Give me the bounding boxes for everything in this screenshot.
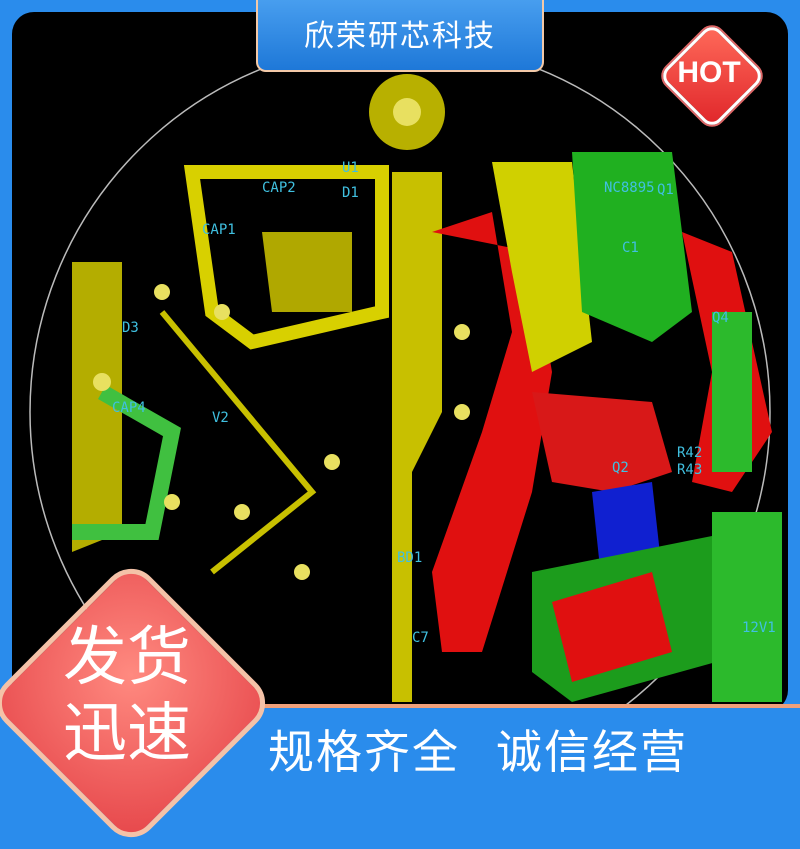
pcb-label: Q1 (657, 182, 674, 198)
pcb-label: CAP2 (262, 180, 296, 196)
pcb-label: C7 (412, 630, 429, 646)
badge-line-2: 迅速 (63, 697, 191, 771)
pcb-label: R42 (677, 445, 702, 461)
slogan-left: 规格齐全 (268, 725, 460, 779)
pcb-layout-image: CAP2 U1 D1 CAP1 D3 CAP4 V2 BD1 C7 NC8895… (29, 41, 782, 712)
pcb-label: R43 (677, 462, 702, 478)
hot-label: HOT (677, 56, 741, 89)
hot-badge: HOT (658, 22, 766, 130)
pcb-label: U1 (342, 160, 359, 176)
pcb-label: Q4 (712, 310, 729, 326)
slogan-right: 诚信经营 (496, 725, 688, 779)
pcb-label: 12V1 (742, 620, 776, 636)
store-title: 欣荣研芯科技 (304, 19, 496, 54)
pcb-label: D1 (342, 185, 359, 201)
pcb-label: CAP1 (202, 222, 236, 238)
slogan: 规格齐全 诚信经营 (268, 716, 798, 782)
store-title-banner: 欣荣研芯科技 (256, 0, 544, 72)
pcb-label: D3 (122, 320, 139, 336)
pcb-label: V2 (212, 410, 229, 426)
pcb-label: CAP4 (112, 400, 146, 416)
pcb-label: NC8895 (604, 180, 655, 196)
pcb-label: BD1 (397, 550, 422, 566)
fast-shipping-badge: 发货 迅速 (0, 557, 277, 849)
badge-text: 发货 迅速 (22, 620, 232, 772)
pcb-label: C1 (622, 240, 639, 256)
badge-line-1: 发货 (63, 621, 191, 695)
pcb-label: Q2 (612, 460, 629, 476)
